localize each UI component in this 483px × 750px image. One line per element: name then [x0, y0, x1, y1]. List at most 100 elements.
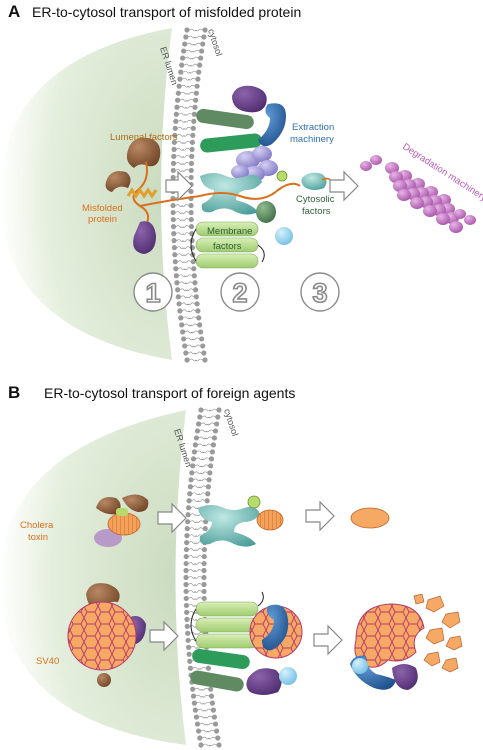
- lipid-head: [176, 83, 182, 89]
- lipid-tail: [196, 499, 205, 503]
- lipid-head: [176, 301, 182, 307]
- lipid-head: [193, 97, 199, 103]
- cytosolic-light-blue-b: [279, 667, 297, 685]
- lipid-head: [177, 76, 183, 82]
- lipid-tail: [181, 162, 190, 165]
- lipid-tail: [183, 127, 191, 130]
- lipid-head: [175, 97, 181, 103]
- proteasome-cap-subunit: [370, 155, 382, 165]
- lipid-tail: [182, 134, 191, 137]
- lipid-head: [201, 553, 207, 560]
- lipid-tail: [180, 211, 189, 214]
- lipid-tail: [186, 91, 195, 95]
- lipid-head: [205, 484, 212, 490]
- lipid-head: [195, 76, 201, 82]
- degradation-machinery: [360, 155, 476, 233]
- lipid-head: [170, 160, 177, 167]
- lipid-tail: [189, 63, 198, 67]
- cholera-toxin-label-line1: Cholera: [20, 520, 54, 531]
- lipid-head: [206, 477, 212, 483]
- lipid-tail: [183, 267, 192, 271]
- panel-b: B ER-to-cytosol transport of foreign age…: [0, 383, 463, 748]
- lipid-head: [201, 350, 207, 356]
- lipid-head: [194, 301, 200, 307]
- lipid-tail: [181, 155, 190, 158]
- lipid-tail: [186, 84, 195, 88]
- cytosolic-purple-factor-c: [392, 664, 418, 690]
- lipid-head: [177, 308, 183, 314]
- er-lumen-region-b: [0, 410, 186, 745]
- lipid-head: [170, 209, 176, 216]
- lipid-head: [192, 280, 198, 286]
- lipid-head: [196, 728, 202, 734]
- step-2-marker: 2: [220, 272, 260, 312]
- cytosolic-factor-light-blue: [275, 227, 293, 245]
- lipid-head: [185, 630, 191, 636]
- lipid-head: [184, 623, 190, 629]
- lumenal-factors-label: Lumenal factors: [110, 132, 178, 143]
- lipid-head: [196, 69, 202, 75]
- lipid-head: [192, 104, 198, 110]
- lipid-tail: [207, 736, 216, 740]
- lumenal-factor-large: [126, 137, 161, 168]
- membrane-bar-dark-1: [196, 108, 254, 130]
- cytosolic-factor-teal: [301, 172, 327, 190]
- misfolded-protein-label-line2: protein: [88, 214, 117, 225]
- panel-b-letter: B: [8, 383, 20, 402]
- lipid-head: [215, 735, 221, 741]
- lipid-head: [208, 686, 214, 692]
- lipid-tail: [203, 708, 212, 712]
- lipid-tail: [199, 471, 208, 475]
- proteasome-subunit: [393, 180, 407, 192]
- lipid-head: [198, 55, 204, 61]
- proteasome-subunit: [389, 171, 403, 183]
- lipid-head: [170, 223, 177, 230]
- lipid-head: [201, 595, 207, 602]
- lipid-head: [193, 287, 199, 293]
- lipid-tail: [201, 457, 210, 461]
- lipid-head: [215, 414, 221, 420]
- lipid-head: [183, 350, 189, 356]
- lipid-head: [201, 574, 207, 581]
- lipid-head: [210, 442, 217, 448]
- arrow-to-released-toxin: [305, 500, 335, 532]
- lipid-head: [194, 721, 201, 727]
- membrane-bar-dark-b: [190, 670, 244, 692]
- lipid-head: [190, 456, 197, 462]
- arrow-sv40-to-membrane: [149, 620, 179, 652]
- lipid-head: [184, 533, 190, 539]
- lipid-head: [184, 357, 190, 363]
- lipid-tail: [188, 316, 197, 320]
- lipid-head: [193, 90, 199, 96]
- released-toxin: [350, 507, 390, 529]
- lipid-tail: [193, 576, 202, 579]
- lipid-head: [173, 266, 179, 272]
- misfolded-protein-helix: [126, 187, 158, 199]
- lipid-head: [216, 407, 222, 413]
- lumenal-factor-small: [105, 171, 131, 192]
- lipid-head: [199, 336, 205, 342]
- arrow-lumen-to-channel-a: [165, 170, 193, 202]
- lipid-tail: [193, 583, 202, 586]
- lipid-tail: [207, 415, 216, 419]
- lipid-head: [171, 231, 177, 237]
- lipid-head: [174, 104, 180, 110]
- lipid-head: [188, 188, 194, 195]
- extraction-machinery-label-line1: Extraction: [292, 122, 334, 133]
- toxin-a1-cytosol: [256, 509, 284, 531]
- lipid-head: [209, 700, 216, 706]
- lipid-head: [202, 357, 208, 363]
- lipid-tail: [198, 666, 207, 670]
- lipid-head: [188, 223, 195, 230]
- lipid-head: [205, 491, 211, 497]
- lipid-tail: [181, 218, 189, 221]
- lipid-head: [189, 146, 195, 152]
- lipid-head: [187, 491, 193, 497]
- lipid-head: [173, 111, 179, 117]
- lipid-head: [173, 118, 179, 124]
- lipid-head: [190, 693, 197, 699]
- lipid-tail: [185, 98, 194, 102]
- panel-a-title: ER-to-cytosol transport of misfolded pro…: [32, 4, 301, 20]
- lipid-tail: [188, 70, 197, 74]
- lipid-tail: [181, 148, 190, 151]
